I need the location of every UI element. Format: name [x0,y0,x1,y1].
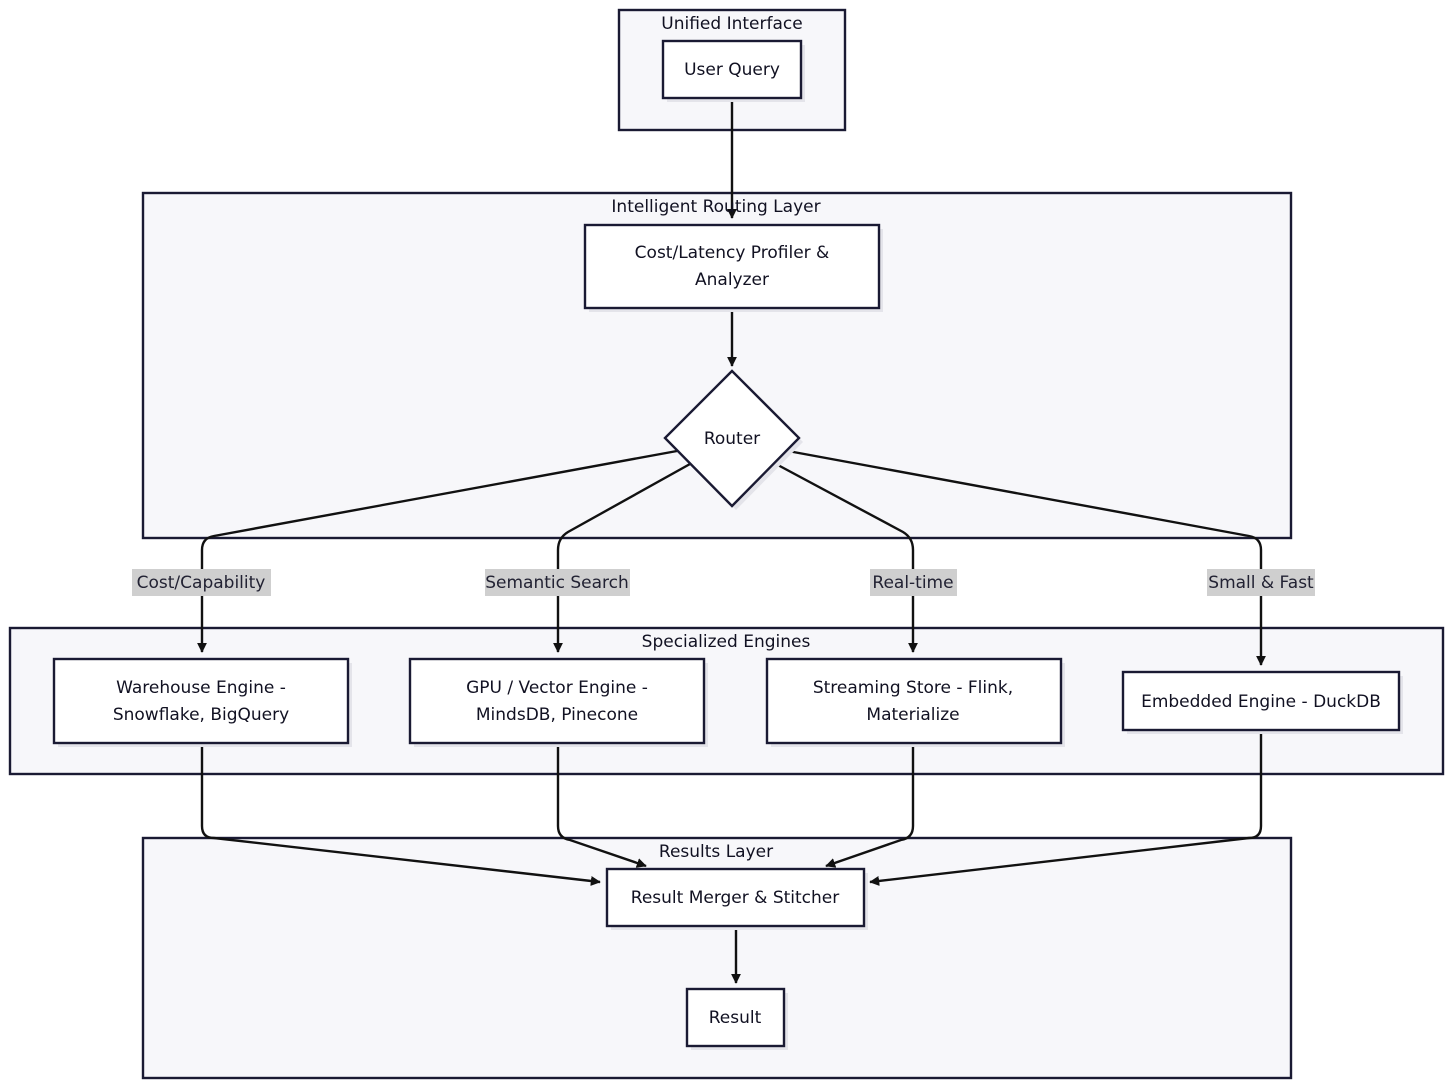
group-title-specialized-engines: Specialized Engines [642,632,811,652]
node-router-label: Router [704,429,760,449]
edge-warehouse-to-merger [200,743,601,886]
node-gpu-vector-engine: GPU / Vector Engine - MindsDB, Pinecone [408,657,708,747]
edge-router-to-embedded [787,449,1266,666]
edge-embedded-to-merger [869,730,1263,886]
node-streaming-label-line2: Materialize [866,705,959,725]
edges [197,98,1266,984]
node-embedded-engine: Embedded Engine - DuckDB [1121,670,1403,734]
edge-label-small-fast: Small & Fast [1207,569,1315,596]
node-user-query-label: User Query [684,60,780,80]
edge-router-to-gpu [553,462,691,653]
edge-label-small-fast-text: Small & Fast [1208,573,1314,593]
node-cost-latency-profiler: Cost/Latency Profiler & Analyzer [583,223,883,312]
node-warehouse-label-line2: Snowflake, BigQuery [113,705,289,725]
group-title-results-layer: Results Layer [659,842,773,862]
node-result-label: Result [709,1008,762,1028]
node-gpu-label-line2: MindsDB, Pinecone [476,705,638,725]
edge-label-semantic-search-text: Semantic Search [485,573,629,593]
node-embedded-label: Embedded Engine - DuckDB [1141,692,1381,712]
node-streaming-label-line1: Streaming Store - Flink, [813,678,1013,698]
node-profiler-label-line1: Cost/Latency Profiler & [635,243,830,263]
node-router: Router [663,369,803,510]
node-streaming-store: Streaming Store - Flink, Materialize [765,657,1065,747]
edge-router-to-streaming [775,462,918,653]
edge-streaming-to-merger [825,743,915,868]
node-profiler-label-line2: Analyzer [695,270,769,290]
node-gpu-label-line1: GPU / Vector Engine - [466,678,648,698]
edge-label-cost-capability-text: Cost/Capability [137,573,266,593]
node-result: Result [685,987,788,1050]
node-merger-label: Result Merger & Stitcher [631,888,839,908]
edge-router-to-warehouse [197,449,678,653]
group-title-intelligent-routing-layer: Intelligent Routing Layer [611,197,820,217]
node-warehouse-label-line1: Warehouse Engine - [116,678,286,698]
node-user-query: User Query [661,39,805,102]
edge-label-cost-capability: Cost/Capability [132,569,271,596]
edge-label-real-time-text: Real-time [872,573,953,593]
group-title-unified-interface: Unified Interface [661,14,802,34]
node-warehouse-engine: Warehouse Engine - Snowflake, BigQuery [52,657,352,747]
node-result-merger: Result Merger & Stitcher [605,867,868,930]
edge-gpu-to-merger [556,743,647,868]
edge-label-real-time: Real-time [870,569,957,596]
edge-label-semantic-search: Semantic Search [485,569,630,596]
